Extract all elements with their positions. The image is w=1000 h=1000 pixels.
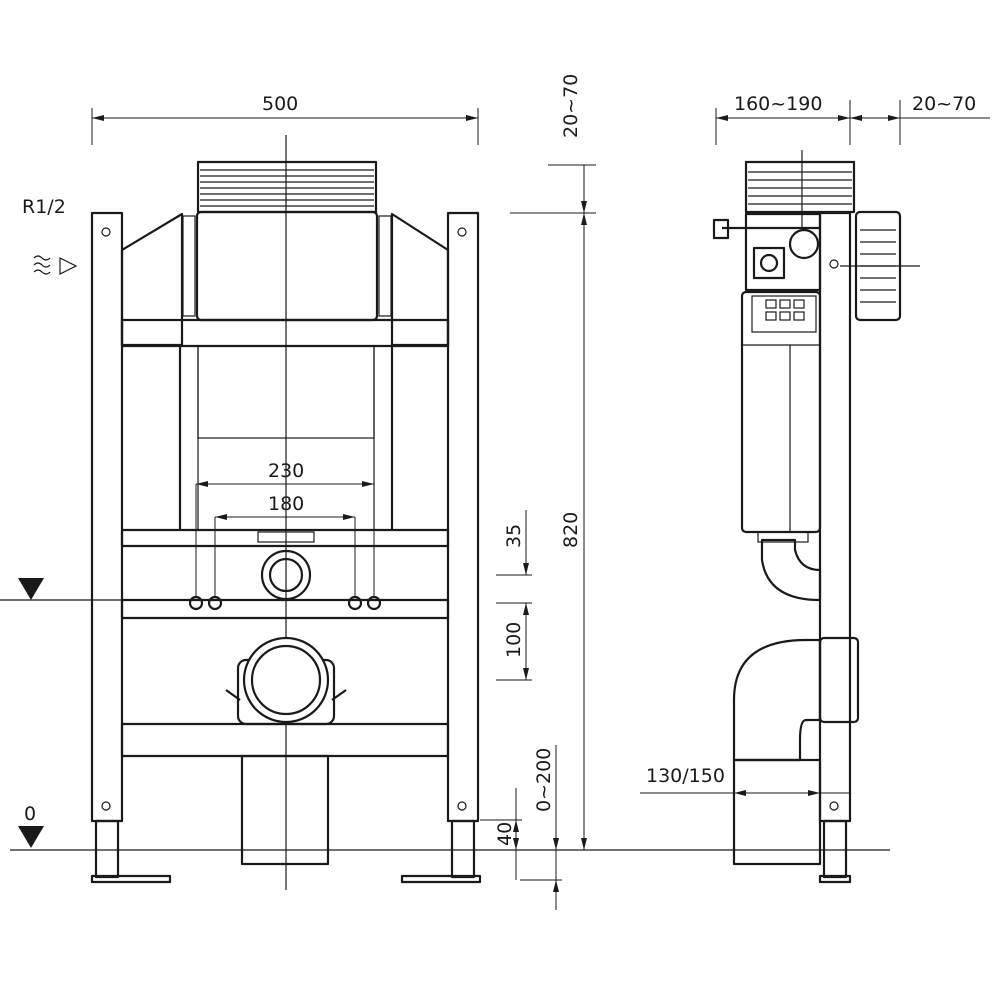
side-button-panel: [751, 295, 817, 333]
front-view: 0 R1/2 500 230 180: [0, 74, 890, 910]
side-grille: [744, 160, 856, 214]
drain-pipe: [240, 754, 330, 866]
left-post: [90, 211, 124, 823]
cistern-right-rail: [378, 215, 392, 317]
side-valve-block: [744, 212, 822, 292]
right-post-hole-top: [457, 227, 467, 237]
floor-triangle-icon: [18, 826, 44, 848]
offset-label: 20~70: [912, 93, 976, 115]
left-post-hole-bottom: [101, 801, 111, 811]
side-post: [818, 211, 852, 823]
cistern-panel: [195, 210, 379, 322]
waste-pipe-outer: [242, 636, 330, 724]
height-label: 820: [560, 512, 582, 548]
side-drain-pipe: [732, 758, 822, 866]
right-foot: [450, 819, 476, 879]
water-inlet-icon: [33, 255, 78, 275]
connection-label: R1/2: [22, 196, 66, 218]
right-post-hole-bottom: [457, 801, 467, 811]
cistern-inner-box: [197, 345, 375, 439]
waste-pipe-inner: [250, 644, 322, 716]
side-waste-elbow: [732, 638, 822, 762]
mounting-crossbar: [120, 598, 450, 620]
right-bracket: [390, 212, 450, 347]
top-offset-label: 20~70: [560, 74, 582, 138]
spacing-100-label: 100: [503, 622, 525, 658]
side-view: 160~190 20~70 130/150: [640, 93, 990, 884]
side-waste-connector: [818, 636, 860, 724]
side-valve: [752, 246, 786, 280]
middle-crossbar: [120, 528, 450, 548]
right-post: [446, 211, 480, 823]
left-foot: [94, 819, 120, 879]
spacing-35-label: 35: [503, 524, 525, 548]
top-crossbar: [120, 318, 450, 348]
grille-slats: [200, 169, 374, 207]
left-bracket: [120, 212, 184, 347]
width-label: 500: [262, 93, 298, 115]
inner-width-1-label: 230: [268, 460, 304, 482]
adjust-label: 0~200: [533, 748, 555, 812]
floor-zero-label: 0: [24, 803, 36, 825]
level-triangle-icon: [18, 578, 44, 600]
side-flush-elbow: [760, 538, 822, 602]
side-cistern: [740, 290, 822, 534]
bottom-crossbar: [120, 722, 450, 758]
left-post-hole-top: [101, 227, 111, 237]
right-foot-plate: [400, 874, 482, 884]
depth-label: 160~190: [734, 93, 822, 115]
side-foot: [822, 819, 848, 879]
inner-width-2-label: 180: [268, 493, 304, 515]
pipe-label: 130/150: [646, 765, 725, 787]
left-foot-plate: [90, 874, 172, 884]
flush-pipe-inner: [268, 557, 304, 593]
flush-pipe-flange: [257, 531, 315, 543]
cistern-left-rail: [182, 215, 196, 317]
flush-pipe-outer: [260, 549, 312, 601]
foot-label: 40: [494, 822, 516, 846]
